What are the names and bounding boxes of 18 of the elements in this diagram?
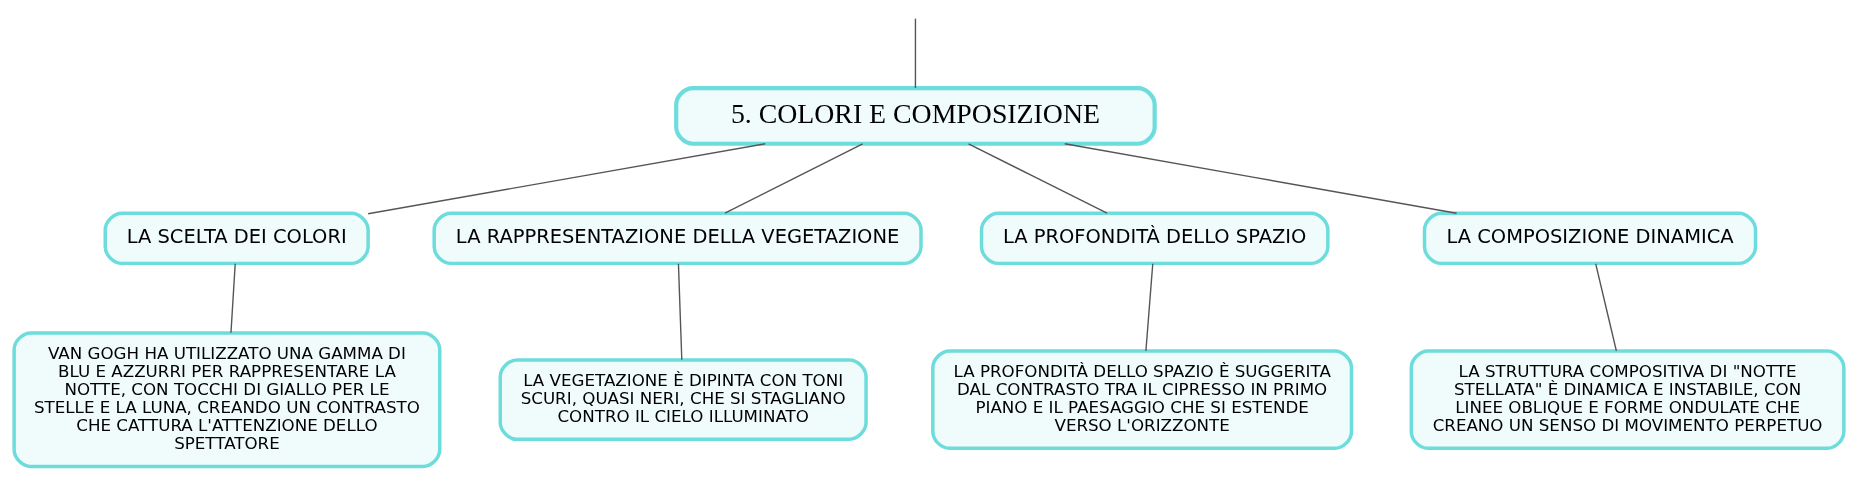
- node-box: LA STRUTTURA COMPOSITIVA DI "NOTTE STELLATA" È DINAMICA E INSTABILE, CON LINEE OBLIQUE E FORME ONDULATE CHE CREANO UN SENSO DI MOVIMENTO PERPETUO: [1409, 348, 1846, 450]
- connector: [367, 142, 766, 214]
- node-box: 5. COLORI E COMPOSIZIONE: [674, 85, 1157, 146]
- node-box: LA PROFONDITÀ DELLO SPAZIO: [979, 211, 1330, 265]
- connector: [724, 142, 864, 214]
- node-box: LA COMPOSIZIONE DINAMICA: [1422, 211, 1758, 265]
- connector: [914, 17, 917, 89]
- connector: [1145, 262, 1154, 352]
- connector: [677, 262, 683, 360]
- node-box: VAN GOGH HA UTILIZZATO UNA GAMMA DI BLU E AZZURRI PER RAPPRESENTARE LA NOTTE, CON TOCCHI DI GIALLO PER LE STELLE E LA LUNA, CREANDO UN CONTRASTO CHE CATTURA L'ATTENZIONE DELLO SPETTATORE: [12, 330, 442, 468]
- node-box: LA SCELTA DEI COLORI: [103, 211, 370, 265]
- node-box: LA VEGETAZIONE È DIPINTA CON TONI SCURI, QUASI NERI, CHE SI STAGLIANO CONTRO IL CIELO ILLUMINATO: [498, 357, 868, 441]
- connector: [1064, 142, 1458, 214]
- connector: [1595, 262, 1618, 352]
- node-box: LA PROFONDITÀ DELLO SPAZIO È SUGGERITA DAL CONTRASTO TRA IL CIPRESSO IN PRIMO PIANO E IL PAESAGGIO CHE SI ESTENDE VERSO L'ORIZZONTE: [931, 348, 1354, 450]
- connector: [230, 262, 236, 333]
- connector: [967, 142, 1108, 214]
- node-box: LA RAPPRESENTAZIONE DELLA VEGETAZIONE: [432, 211, 923, 265]
